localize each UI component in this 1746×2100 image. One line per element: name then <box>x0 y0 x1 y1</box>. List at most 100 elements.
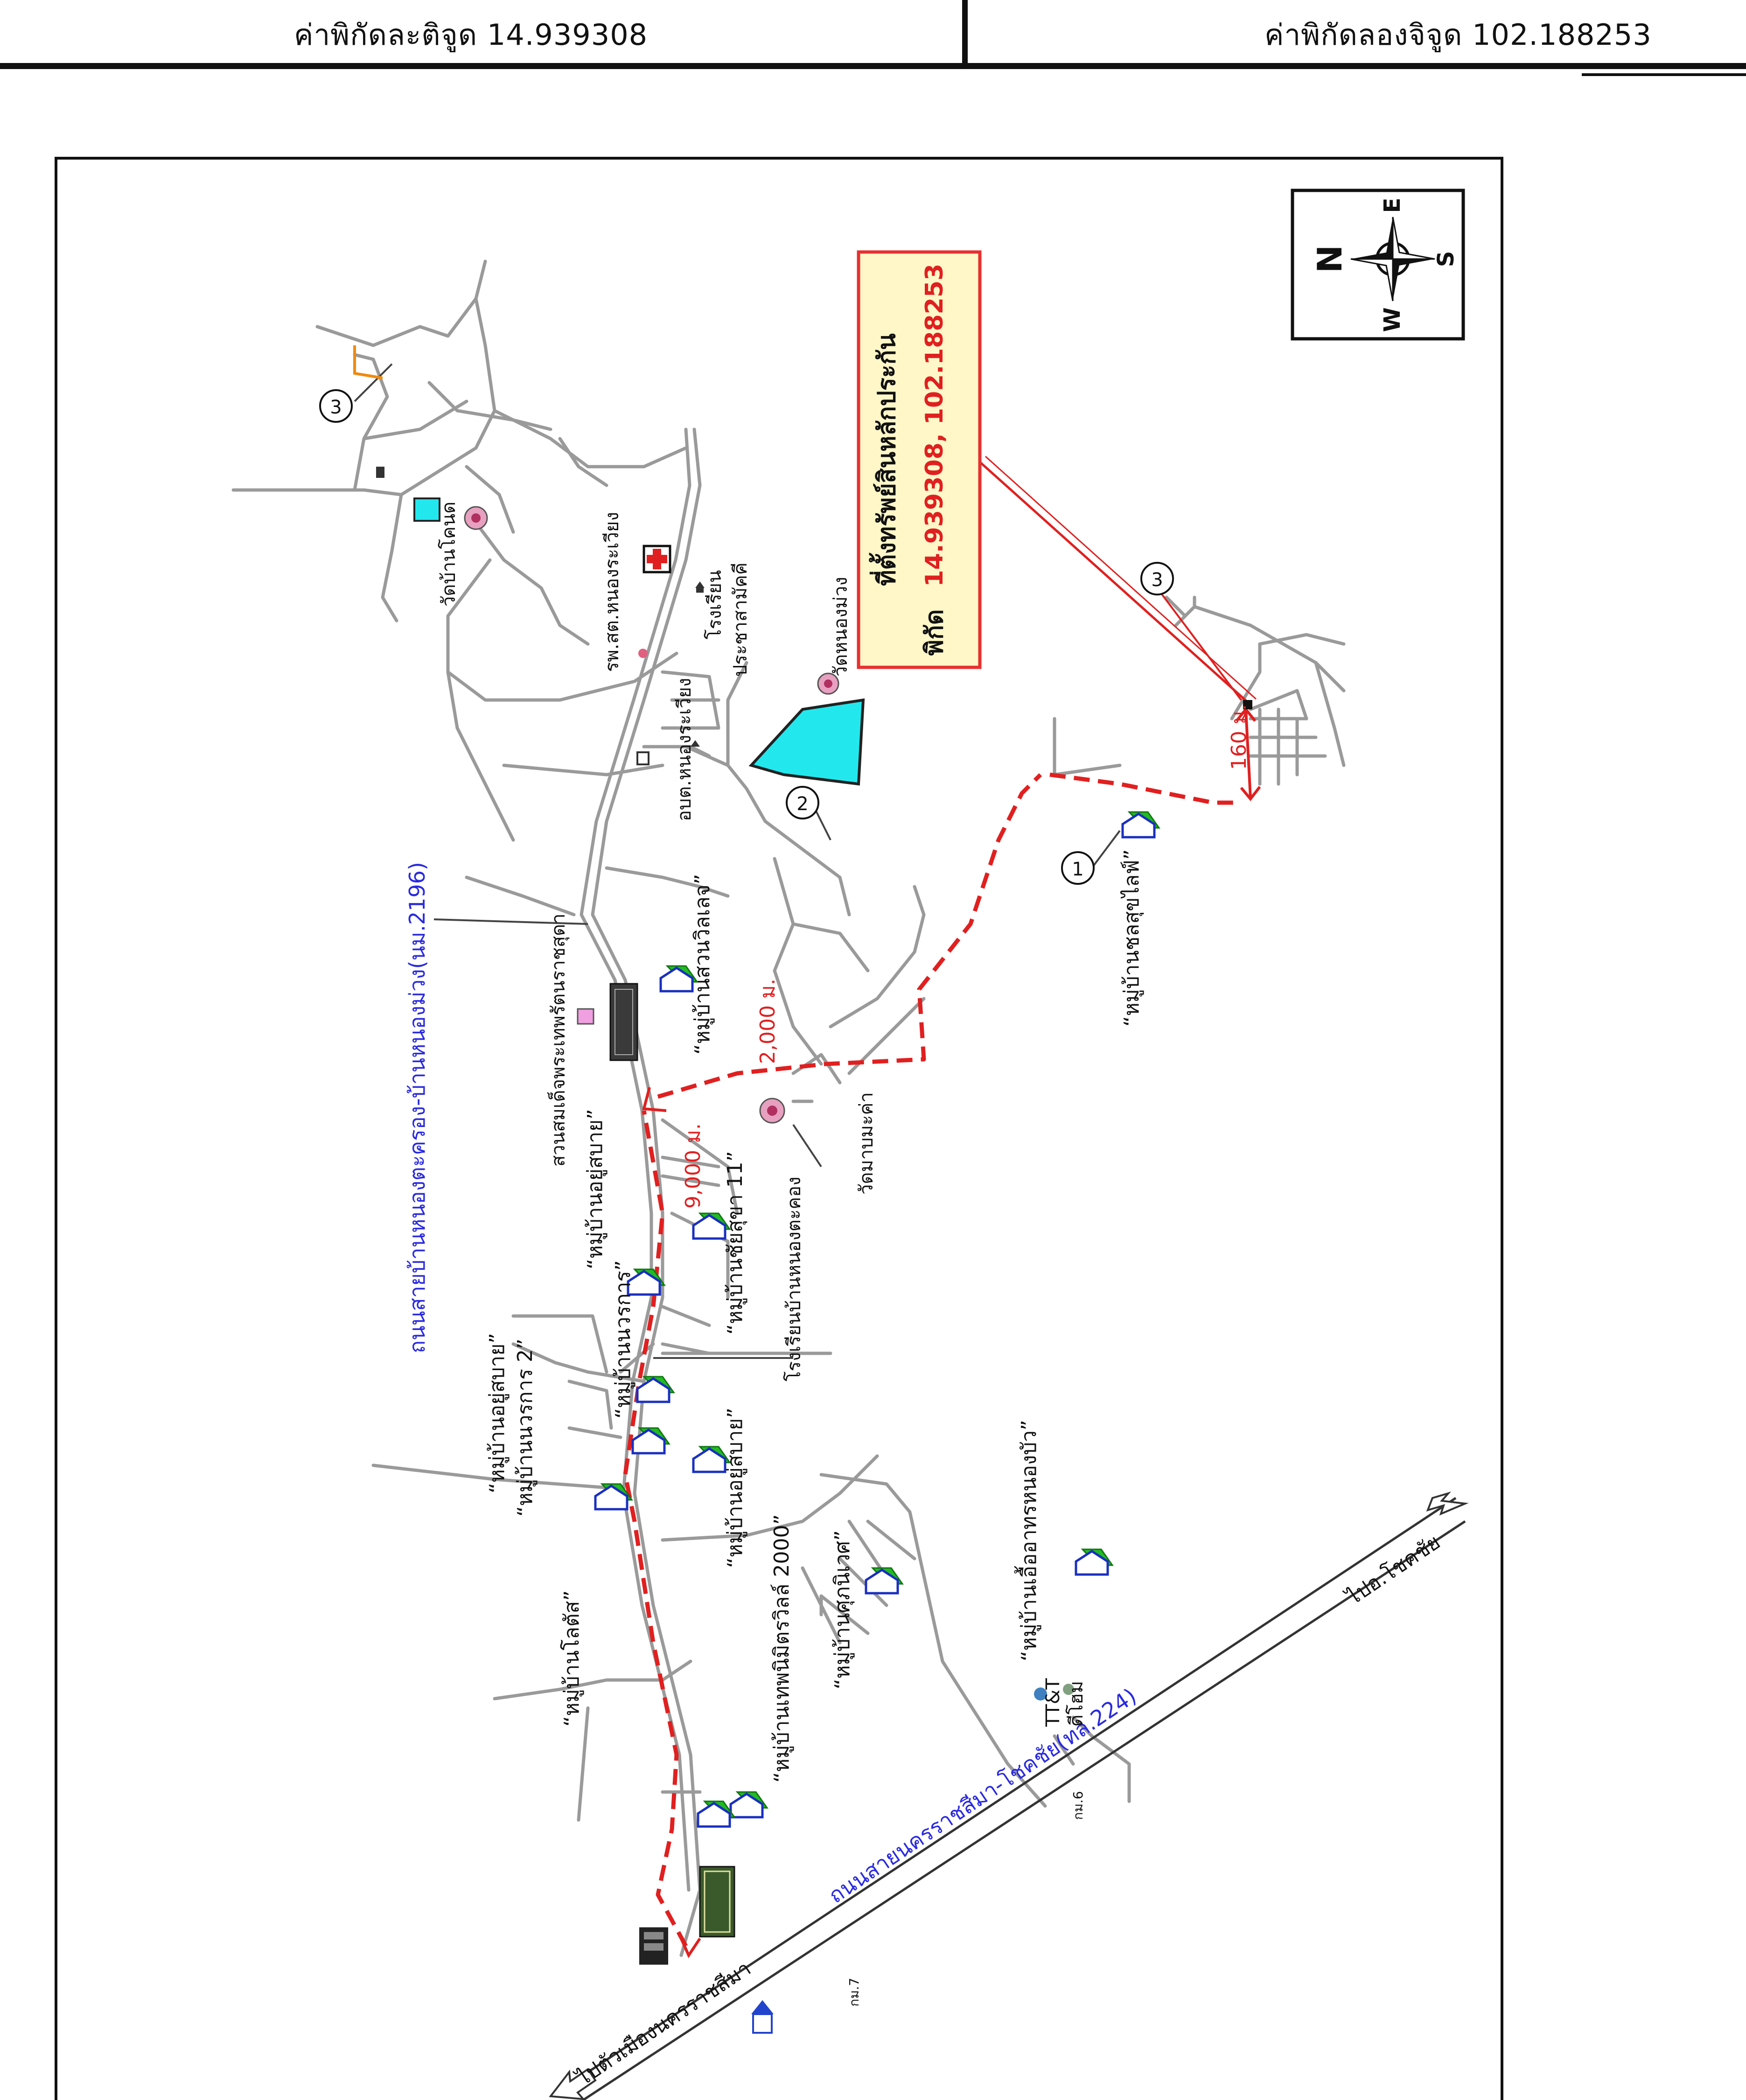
road-nw-4 <box>353 353 389 492</box>
compass-rose: N E S W <box>1291 189 1465 341</box>
arrow-to-city <box>549 2068 597 2100</box>
road-v-3 <box>661 1174 720 1187</box>
hospital-icon <box>643 545 671 574</box>
latitude-label: ค่าพิกัดละติจูด 14.939308 <box>294 18 648 52</box>
compass-n: N <box>1310 245 1349 273</box>
road-nw-8 <box>493 409 688 469</box>
house-icon <box>659 965 698 993</box>
main-road-2 <box>580 427 691 1892</box>
route-arrow-start <box>679 1936 701 1959</box>
road-nw-1 <box>231 488 403 497</box>
marker-3-west-label: 3 <box>330 397 342 418</box>
location-box-title: ที่ตั้งทรัพย์สินหลักประกัน <box>869 333 901 586</box>
target-point <box>1243 700 1252 709</box>
road-v-5 <box>661 1305 711 1327</box>
marker-2: 2 <box>786 786 819 819</box>
temple-icon-ban-khonot <box>464 506 488 530</box>
label-wat-maha: วัดมาบมะค่า <box>856 1092 877 1195</box>
village-label-10: “หมู่บ้านเอื้ออาทรหนองบัว” <box>1014 1420 1041 1661</box>
target-grid-7 <box>1249 689 1308 721</box>
leader-lines <box>354 363 1121 1359</box>
road-pond-2 <box>726 661 748 767</box>
leader-road2196 <box>433 918 588 925</box>
label-km7: กม.7 <box>846 1978 862 2007</box>
place-labels: วัดบ้านโคนด รพ.สต.หนองระเวียง โรงเรียน ป… <box>438 502 1087 2007</box>
road-se-1 <box>1071 1715 1131 1803</box>
park-icon <box>609 983 638 1061</box>
route-segment-160 <box>1049 772 1241 805</box>
village-label-5: “หมู่บ้านนวรการ” <box>611 1260 636 1419</box>
road-w-3 <box>502 763 664 777</box>
distance-160: 160 ม. <box>1227 704 1251 770</box>
road-label-to-chokchai: ไปอ.โชคชัย <box>1341 1530 1445 1610</box>
header-rule-secondary <box>1582 73 1746 76</box>
label-dhome: ดีโฮม <box>1066 1681 1087 1727</box>
house-icon <box>692 1212 731 1240</box>
location-box-coords: 14.939308, 102.188253 <box>921 264 949 587</box>
coordinate-header: ค่าพิกัดละติจูด 14.939308 ค่าพิกัดลองจิจ… <box>0 0 1746 76</box>
label-rongrian: โรงเรียน <box>704 570 726 639</box>
village-label-6: “หมู่บ้านอยู่สบาย” <box>485 1333 510 1493</box>
road-e-3 <box>829 885 926 1029</box>
marker-3-west-circle <box>319 389 353 423</box>
highway-224 <box>559 1497 1466 2100</box>
compass-w: W <box>1379 308 1405 332</box>
brand-logo-icon <box>751 2000 774 2034</box>
marker-2-label: 2 <box>796 793 808 815</box>
house-icon <box>865 1567 904 1595</box>
marker-2-circle <box>786 786 819 819</box>
village-label-1: “หมู่บ้านชลสุขไลฟ์” <box>1120 849 1144 1027</box>
route-arrow-turn <box>642 1087 667 1112</box>
distance-2000: 2,000 ม. <box>756 979 780 1064</box>
label-tt-t: TT&T <box>1042 1678 1064 1727</box>
road-far-e-2 <box>1230 633 1346 721</box>
store-icon <box>699 1866 735 1938</box>
compass-s: S <box>1433 251 1459 267</box>
map-frame <box>55 157 1503 2100</box>
location-box <box>857 250 982 669</box>
label-prachasamakkhi: ประชาสามัคคี <box>730 562 751 677</box>
building-icon-small-1 <box>691 740 700 747</box>
main-road <box>591 427 702 1957</box>
road-nw-2 <box>399 259 496 497</box>
road-s-2 <box>819 1473 1047 1808</box>
compass-needle-white-2 <box>1350 258 1394 301</box>
route-segment-2000 <box>657 773 1042 1099</box>
highway-224-edge-a <box>559 1497 1457 2092</box>
road-s-4 <box>866 1519 916 1561</box>
marker-1: 1 <box>1061 851 1095 885</box>
marker3-leader <box>1156 587 1242 701</box>
road-sw-2 <box>511 1342 646 1383</box>
house-icon <box>729 1791 768 1819</box>
compass-e: E <box>1379 198 1405 213</box>
label-wat-ban-khonot: วัดบ้านโคนด <box>438 502 460 607</box>
road-w-2 <box>446 670 515 842</box>
road-nw-5 <box>362 399 468 441</box>
road-grid-4 <box>567 1379 613 1430</box>
house-icon <box>594 1483 633 1511</box>
road-e-4 <box>847 997 926 1075</box>
road-v-4 <box>670 1211 730 1299</box>
temple-icon-rph <box>638 649 648 658</box>
house-icon <box>697 1800 736 1828</box>
road-nw-3 <box>381 493 403 623</box>
road-far-e-1 <box>1053 717 1122 777</box>
road-nw-9 <box>558 437 608 487</box>
road-nw-7 <box>427 381 552 431</box>
marker-3-west: 3 <box>319 389 353 423</box>
road-v-2 <box>661 1155 720 1169</box>
road-sw-3 <box>567 1426 622 1439</box>
distance-9000: 9,000 ม. <box>681 1123 705 1209</box>
road-sw-4 <box>493 1659 692 1701</box>
marker-3-east-label: 3 <box>1151 569 1163 591</box>
building-icon-obt <box>636 751 650 765</box>
village-label-9: “หมู่บ้านศุภนิเวศ” <box>831 1530 855 1689</box>
road-label-2196: ถนนสายบ้านหนองตะครอง-บ้านหนองม่วง(นม.219… <box>405 862 430 1353</box>
road-w-4 <box>465 875 576 917</box>
target-leader-2 <box>985 455 1257 700</box>
road-nw-10 <box>474 521 590 646</box>
village-label-3: “หมู่บ้านอยู่สบาย” <box>583 1109 608 1269</box>
road-se-2 <box>1053 1734 1075 1766</box>
highway-224-edge-b <box>582 1520 1466 2100</box>
